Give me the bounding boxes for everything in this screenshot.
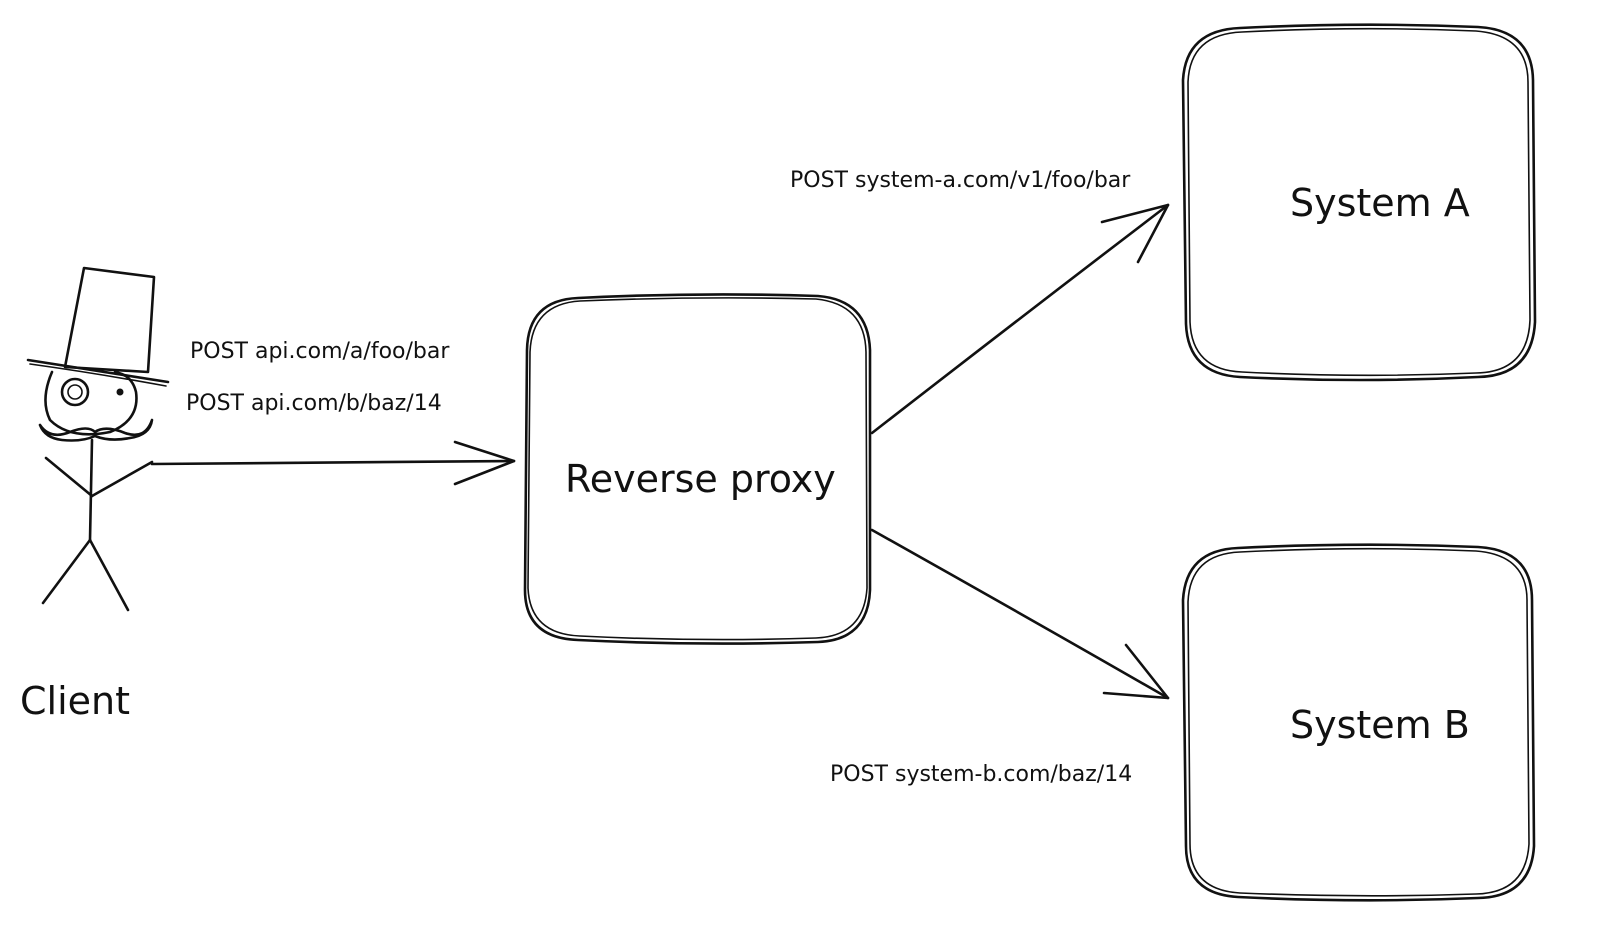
edge-label-system-a: POST system-a.com/v1/foo/bar [790,168,1131,193]
left-leg [41,538,92,605]
arrow-proxy-to-system-b [870,528,1170,700]
moustache-icon [38,418,154,442]
system-a-label: System A [1290,181,1470,225]
system-b-node[interactable] [1181,543,1536,902]
client-label: Client [20,679,130,723]
top-hat-icon [63,266,156,374]
monocle-icon [60,377,90,407]
arrow-proxy-to-system-a [870,203,1170,435]
right-leg [88,538,130,612]
reverse-proxy-node[interactable] [523,293,872,645]
edge-label-client-2: POST api.com/b/baz/14 [186,391,442,416]
head-outline [44,370,138,436]
edge-label-system-b: POST system-b.com/baz/14 [830,762,1132,787]
eye-icon [116,388,124,396]
system-a-node[interactable] [1181,23,1537,382]
hat-brim [26,358,170,384]
reverse-proxy-label: Reverse proxy [565,457,836,501]
body-line [88,438,94,542]
right-arm [90,460,154,498]
system-b-label: System B [1290,703,1470,747]
arrow-client-to-proxy [150,440,516,486]
left-arm [44,456,94,498]
client-figure-icon [26,266,170,612]
edge-label-client-1: POST api.com/a/foo/bar [190,339,450,364]
